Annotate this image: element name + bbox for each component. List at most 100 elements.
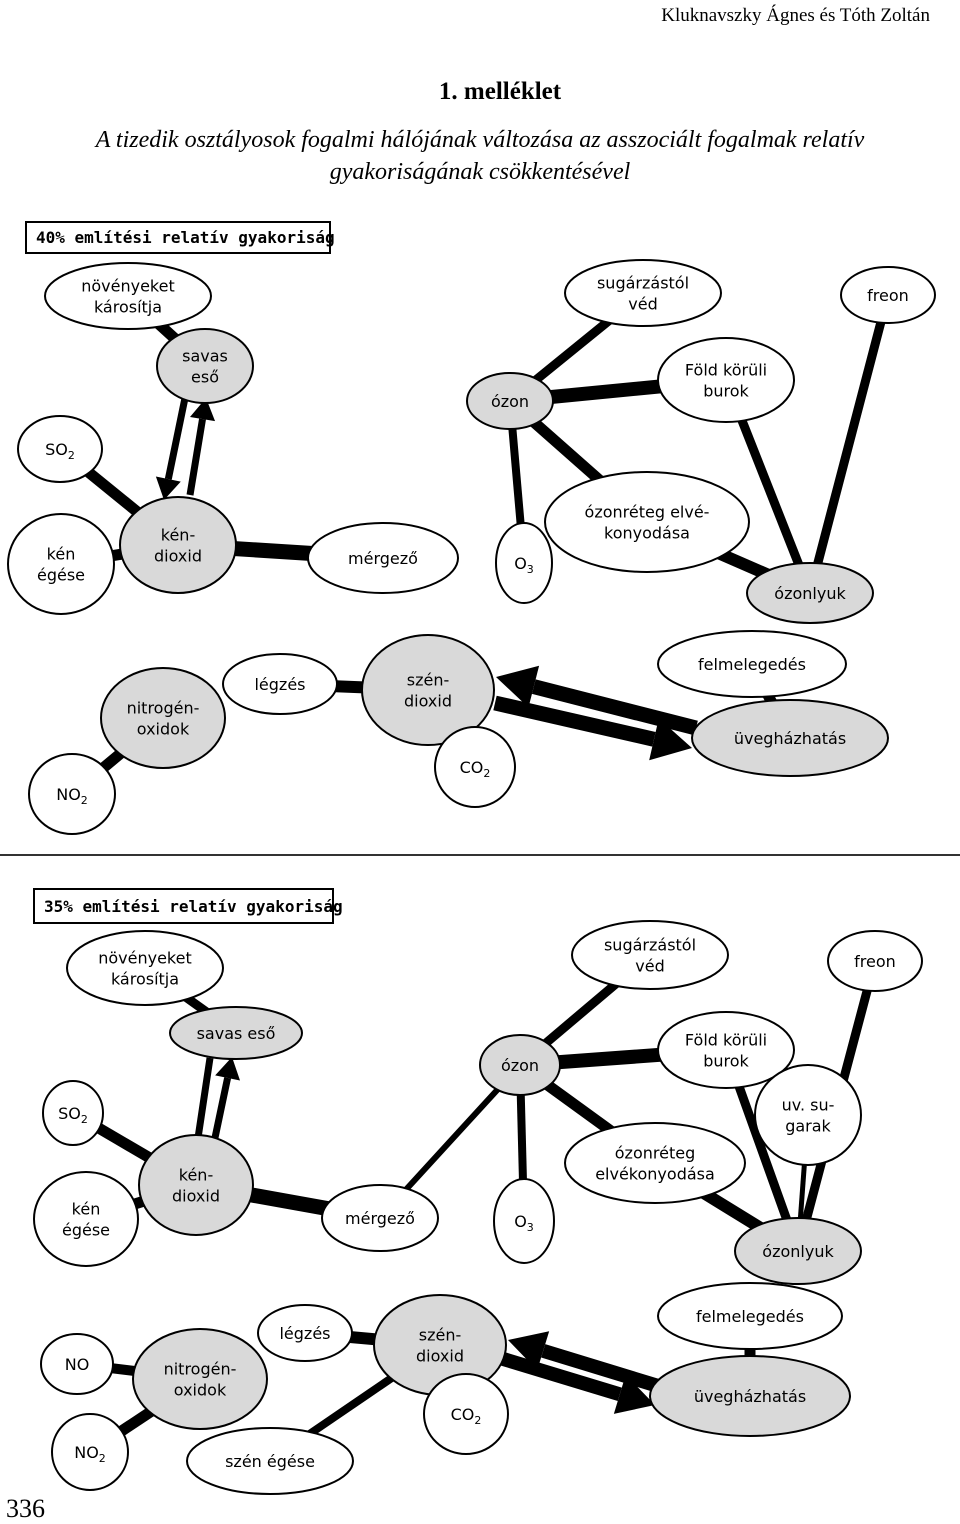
uveghaz-to-szendioxid-arrow [496, 665, 698, 736]
node-label: ózonréteg [615, 1144, 695, 1163]
node-label: CO2 [460, 758, 491, 780]
node-label: burok [703, 1052, 749, 1071]
node-no: NO [40, 1333, 114, 1395]
node-novenyeket: növényeket károsítja [66, 930, 224, 1006]
node-uveghaz: üvegházhatás [691, 699, 889, 777]
node-label: oxidok [137, 720, 190, 739]
node-label: eső [191, 368, 219, 387]
node-uveghaz: üvegházhatás [649, 1355, 851, 1437]
node-nitrogen: nitrogén-oxidok [100, 667, 226, 769]
node-label: dioxid [172, 1187, 220, 1206]
node-uv: uv. su-garak [754, 1064, 862, 1166]
node-label: freon [854, 952, 896, 971]
figure-title-line-1: A tizedik osztályosok fogalmi hálójának … [95, 127, 865, 153]
node-label: savas [182, 347, 228, 366]
node-label: növényeket [81, 277, 175, 296]
node-label: dioxid [404, 692, 452, 711]
node-label: Föld körüli [685, 1031, 767, 1050]
node-ozon: ózon [466, 372, 554, 430]
node-label: szén égése [225, 1452, 315, 1471]
node-kendioxid: kén-dioxid [119, 496, 237, 594]
node-ozon: ózon [479, 1034, 561, 1096]
node-felmelegedes: felmelegedés [657, 1282, 843, 1350]
node-label: sugárzástól [604, 936, 696, 955]
caption-35: 35% említési relatív gyakoriság [44, 897, 343, 916]
node-label: károsítja [111, 970, 179, 989]
node-label: konyodása [604, 524, 690, 543]
node-legzes: légzés [257, 1304, 353, 1362]
node-savas: savas eső [156, 328, 254, 404]
node-label: O3 [514, 554, 534, 576]
node-savas: savas eső [169, 1006, 303, 1060]
node-label: légzés [254, 675, 305, 694]
node-co2: CO2 [434, 726, 516, 808]
node-szendioxid: szén-dioxid [361, 634, 495, 746]
node-label: ózonlyuk [774, 584, 846, 603]
node-o3: O3 [493, 1178, 555, 1264]
node-label: ózonlyuk [762, 1242, 834, 1261]
subscript: 2 [483, 767, 490, 780]
node-label: Föld körüli [685, 361, 767, 380]
node-felmelegedes: felmelegedés [657, 630, 847, 698]
subscript: 2 [81, 1113, 88, 1126]
node-so2: SO2 [17, 415, 103, 483]
node-label: nitrogén- [164, 1360, 237, 1379]
node-szenegese: szén égése [186, 1427, 354, 1495]
node-fold: Föld körüli burok [657, 337, 795, 423]
figure-title: A tizedik osztályosok fogalmi hálójának … [0, 124, 960, 188]
node-label: oxidok [174, 1381, 227, 1400]
caption-box-40: 40% említési relatív gyakoriság [25, 221, 335, 254]
kendioxid-to-savas-arrow [186, 398, 216, 496]
node-label: légzés [279, 1324, 330, 1343]
node-label: savas eső [197, 1024, 276, 1043]
node-freon: freon [827, 930, 923, 992]
node-label: kén [47, 545, 76, 564]
node-no2: NO2 [51, 1413, 129, 1491]
node-label: üvegházhatás [694, 1387, 806, 1406]
node-label: burok [703, 382, 749, 401]
subscript: 2 [474, 1414, 481, 1427]
node-ozonreteg: ózonréteg elvé-konyodása [544, 471, 750, 573]
node-label: felmelegedés [698, 655, 806, 674]
szendioxid-to-uveghaz-arrow [493, 695, 692, 761]
node-label: nitrogén- [127, 699, 200, 718]
node-label: véd [628, 295, 657, 314]
node-label: garak [785, 1117, 831, 1136]
node-label: NO [65, 1355, 90, 1374]
node-ozonlyuk: ózonlyuk [746, 562, 874, 624]
node-label: kén [72, 1200, 101, 1219]
node-fold: Föld körüli burok [657, 1011, 795, 1089]
node-co2: CO2 [423, 1373, 509, 1455]
node-label: mérgező [348, 549, 418, 568]
node-label: kén- [179, 1166, 213, 1185]
subscript: 3 [527, 563, 534, 576]
node-legzes: légzés [222, 653, 338, 715]
node-label: szén- [407, 671, 450, 690]
author-header: Kluknavszky Ágnes és Tóth Zoltán [661, 5, 930, 26]
subscript: 2 [68, 449, 75, 462]
node-label: ózon [501, 1056, 539, 1075]
caption-40: 40% említési relatív gyakoriság [36, 228, 335, 247]
node-no2: NO2 [28, 753, 116, 835]
node-label: SO2 [45, 440, 75, 462]
node-label: növényeket [98, 949, 192, 968]
node-label: égése [62, 1221, 110, 1240]
node-so2: SO2 [42, 1080, 104, 1146]
subscript: 2 [81, 794, 88, 807]
node-label: dioxid [154, 547, 202, 566]
subscript: 2 [99, 1452, 106, 1465]
node-label: O3 [514, 1212, 534, 1234]
node-label: SO2 [58, 1104, 88, 1126]
caption-box-35: 35% említési relatív gyakoriság [33, 888, 343, 924]
node-label: NO2 [74, 1443, 106, 1465]
node-szendioxid: szén-dioxid [373, 1294, 507, 1396]
node-kenegese: kén égése [33, 1171, 139, 1267]
node-label: CO2 [451, 1405, 482, 1427]
node-label: ózonréteg elvé- [585, 503, 710, 522]
node-label: mérgező [345, 1209, 415, 1228]
